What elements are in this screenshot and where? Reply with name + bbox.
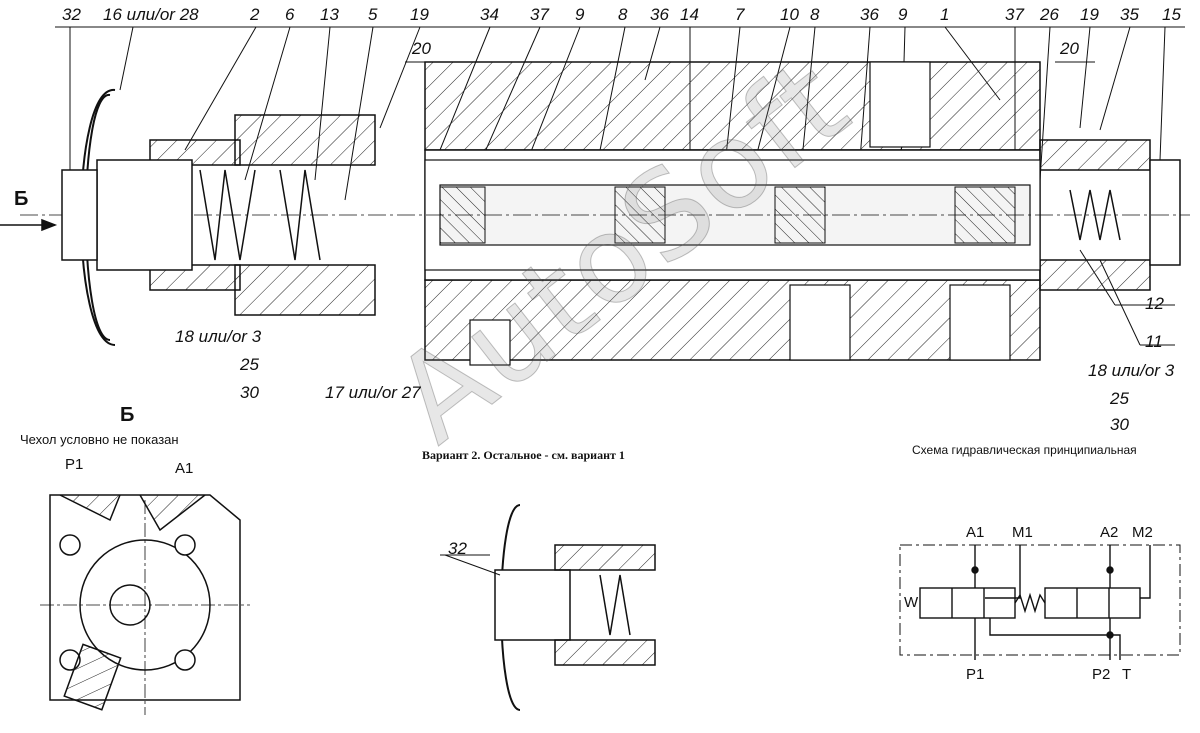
callout-20-right: 20 bbox=[1060, 39, 1079, 58]
callout-37-left: 37 bbox=[530, 5, 549, 24]
view-title: Б bbox=[120, 404, 135, 426]
schematic-m2: M2 bbox=[1132, 524, 1153, 541]
callout-32: 32 bbox=[62, 5, 81, 24]
spool-lands bbox=[439, 186, 1016, 244]
callout-20-left: 20 bbox=[412, 39, 431, 58]
callout-7: 7 bbox=[735, 5, 745, 24]
schematic-w: W bbox=[904, 594, 919, 611]
schematic-p1: P1 bbox=[966, 666, 985, 683]
view-port-a1: A1 bbox=[175, 460, 194, 477]
callout-25-left: 25 bbox=[240, 355, 259, 374]
callout-11: 11 bbox=[1145, 332, 1163, 351]
callout-30-right: 30 bbox=[1110, 415, 1129, 434]
rubber-boot bbox=[61, 88, 193, 346]
callout-25-right: 25 bbox=[1110, 389, 1129, 408]
schematic-m1: M1 bbox=[1012, 524, 1033, 541]
callout-13: 13 bbox=[320, 5, 339, 24]
callout-12: 12 bbox=[1145, 294, 1164, 313]
schematic-a2: A2 bbox=[1100, 524, 1119, 541]
callout-9-right: 9 bbox=[898, 5, 908, 24]
callout-36-left: 36 bbox=[650, 5, 669, 24]
callout-5: 5 bbox=[368, 5, 378, 24]
callout-30-left: 30 bbox=[240, 383, 259, 402]
callout-18-3-right: 18 или/or 3 bbox=[1088, 361, 1175, 380]
variant-caption: Вариант 2. Остальное - см. вариант 1 bbox=[422, 448, 625, 462]
callout-6: 6 bbox=[285, 5, 295, 24]
callout-14: 14 bbox=[680, 5, 699, 24]
callout-10: 10 bbox=[780, 5, 799, 24]
callout-1: 1 bbox=[940, 5, 950, 24]
callout-18-3-left: 18 или/or 3 bbox=[175, 327, 262, 346]
hydraulic-schematic bbox=[899, 544, 1181, 660]
ports bbox=[469, 61, 1011, 366]
view-port-p1: P1 bbox=[65, 456, 84, 473]
schematic-a1: A1 bbox=[966, 524, 985, 541]
callout-16-28: 16 или/or 28 bbox=[103, 5, 199, 24]
view-arrow bbox=[0, 218, 58, 232]
callout-19-left: 19 bbox=[410, 5, 429, 24]
callout-9-left: 9 bbox=[575, 5, 585, 24]
view-b-drawing bbox=[40, 494, 250, 715]
variant2-drawing bbox=[440, 504, 656, 711]
callout-36-right: 36 bbox=[860, 5, 879, 24]
schematic-title: Схема гидравлическая принципиальная bbox=[912, 443, 1137, 457]
callout-8-right: 8 bbox=[810, 5, 820, 24]
callout-26: 26 bbox=[1040, 5, 1059, 24]
callout-34: 34 bbox=[480, 5, 499, 24]
callout-19-right: 19 bbox=[1080, 5, 1099, 24]
callout-15: 15 bbox=[1162, 5, 1181, 24]
view-arrow-label: Б bbox=[14, 188, 29, 210]
schematic-p2: P2 bbox=[1092, 666, 1111, 683]
callout-8-left: 8 bbox=[618, 5, 628, 24]
springs bbox=[199, 169, 1121, 261]
variant-callout-32: 32 bbox=[448, 539, 467, 558]
callout-2: 2 bbox=[250, 5, 260, 24]
callout-35: 35 bbox=[1120, 5, 1139, 24]
callout-17-27: 17 или/or 27 bbox=[325, 383, 421, 402]
callout-37-right: 37 bbox=[1005, 5, 1024, 24]
schematic-t: T bbox=[1122, 666, 1132, 683]
view-note: Чехол условно не показан bbox=[20, 432, 179, 447]
